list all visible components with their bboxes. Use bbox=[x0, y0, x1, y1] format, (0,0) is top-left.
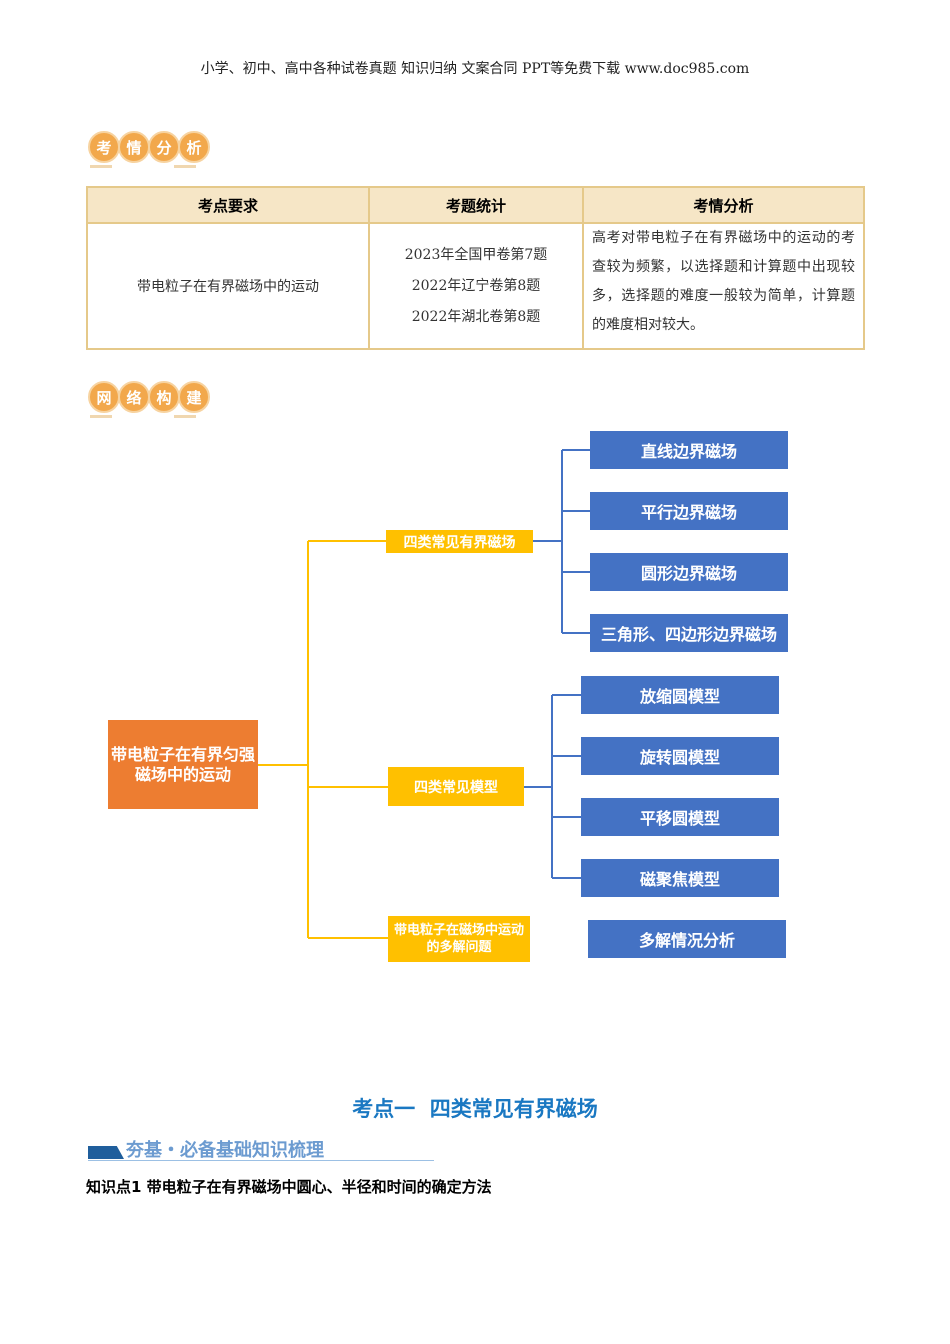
badge-char: 析 bbox=[178, 131, 210, 163]
stat-item: 2022年辽宁卷第8题 bbox=[411, 277, 541, 294]
section-badge-network: 网 络 构 建 bbox=[88, 381, 210, 418]
branch-multi: 带电粒子在磁场中运动的多解问题 bbox=[388, 916, 530, 962]
topic-subtitle: 夯基・必备基础知识梳理 bbox=[126, 1140, 324, 1161]
exam-analysis-table: 考点要求 考题统计 考情分析 带电粒子在有界磁场中的运动 2023年全国甲卷第7… bbox=[86, 186, 865, 350]
subtitle-bar-icon bbox=[88, 1146, 124, 1159]
badge-char: 建 bbox=[178, 381, 210, 413]
multi-node: 多解情况分析 bbox=[588, 920, 786, 958]
badge-char: 络 bbox=[118, 381, 150, 413]
section-badge-analysis: 考 情 分 析 bbox=[88, 131, 210, 168]
analysis-cell: 高考对带电粒子在有界磁场中的运动的考查较为频繁，以选择题和计算题中出现较多，选择… bbox=[582, 222, 865, 350]
field-node: 平行边界磁场 bbox=[590, 492, 788, 530]
col-header: 考点要求 bbox=[86, 186, 370, 224]
page-header: 小学、初中、高中各种试卷真题 知识归纳 文案合同 PPT等免费下载 www.do… bbox=[200, 61, 750, 77]
stat-item: 2023年全国甲卷第7题 bbox=[404, 246, 548, 263]
badge-char: 分 bbox=[148, 131, 180, 163]
mindmap-root: 带电粒子在有界匀强磁场中的运动 bbox=[108, 720, 258, 809]
requirement-cell: 带电粒子在有界磁场中的运动 bbox=[86, 222, 370, 350]
field-node: 直线边界磁场 bbox=[590, 431, 788, 469]
model-node: 平移圆模型 bbox=[581, 798, 779, 836]
model-node: 磁聚焦模型 bbox=[581, 859, 779, 897]
model-node: 放缩圆模型 bbox=[581, 676, 779, 714]
knowledge-point: 知识点1 带电粒子在有界磁场中圆心、半径和时间的确定方法 bbox=[86, 1178, 492, 1196]
stats-cell: 2023年全国甲卷第7题 2022年辽宁卷第8题 2022年湖北卷第8题 bbox=[368, 222, 584, 350]
field-node: 三角形、四边形边界磁场 bbox=[590, 614, 788, 652]
topic-title: 考点一 四类常见有界磁场 bbox=[352, 1097, 598, 1121]
field-node: 圆形边界磁场 bbox=[590, 553, 788, 591]
mindmap-connectors bbox=[258, 449, 590, 939]
branch-models: 四类常见模型 bbox=[388, 767, 524, 806]
branch-fields: 四类常见有界磁场 bbox=[386, 530, 533, 553]
model-node: 旋转圆模型 bbox=[581, 737, 779, 775]
subtitle-underline bbox=[88, 1160, 434, 1161]
col-header: 考题统计 bbox=[368, 186, 584, 224]
badge-char: 构 bbox=[148, 381, 180, 413]
col-header: 考情分析 bbox=[582, 186, 865, 224]
stat-item: 2022年湖北卷第8题 bbox=[411, 308, 541, 325]
